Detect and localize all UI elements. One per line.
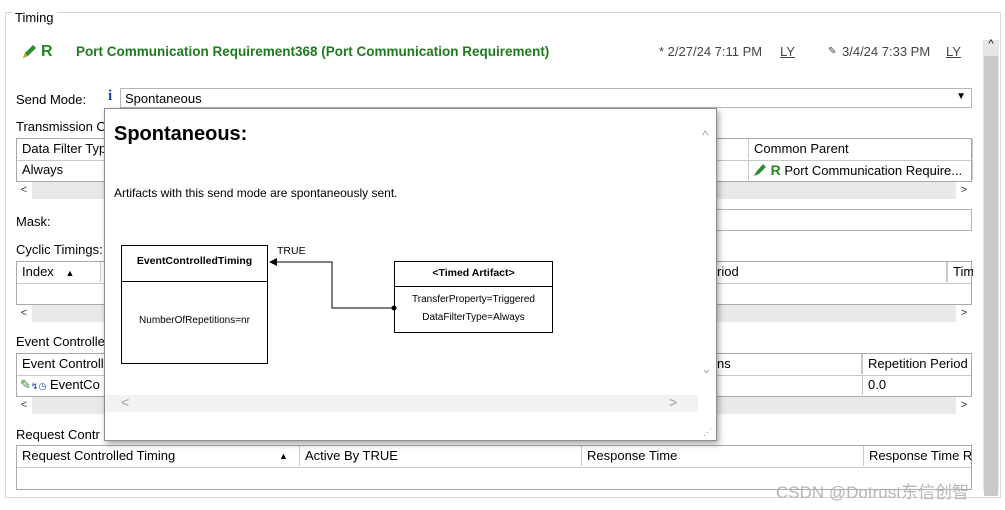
event-timing-icon: ↯◷: [30, 381, 47, 391]
popup-scroll-down-icon[interactable]: ⌄: [701, 361, 712, 376]
send-mode-help-popup: Spontaneous: Artifacts with this send mo…: [104, 108, 717, 441]
scroll-left-icon[interactable]: <: [16, 397, 32, 414]
scroll-left-icon[interactable]: <: [16, 182, 32, 199]
column-header-response-time-r[interactable]: Response Time R: [869, 448, 973, 463]
column-header-repetition-period[interactable]: Repetition Period: [862, 354, 973, 374]
column-header-common-parent[interactable]: Common Parent: [748, 139, 973, 159]
event-controlled-value: EventCo: [49, 377, 100, 392]
pencil-icon: [754, 164, 766, 176]
scroll-right-icon[interactable]: >: [956, 305, 972, 322]
common-parent-value: Port Communication Require...: [784, 163, 963, 178]
transmission-label: Transmission C: [16, 119, 106, 134]
column-header-index[interactable]: Index ▲: [17, 262, 101, 282]
timed-artifact-box: <Timed Artifact> TransferProperty=Trigge…: [394, 261, 553, 333]
send-mode-value: Spontaneous: [125, 91, 202, 106]
sort-up-icon: ▲: [279, 451, 288, 461]
column-header-active-by-true[interactable]: Active By TRUE: [300, 446, 582, 466]
popup-scroll-up-icon[interactable]: ^: [702, 127, 709, 143]
table-header-row: Request Controlled Timing▲ Active By TRU…: [17, 446, 973, 468]
common-parent-cell[interactable]: R Port Communication Require...: [748, 160, 973, 180]
column-header-response-time[interactable]: Response Time: [582, 446, 864, 466]
uml-divider: [122, 281, 267, 282]
scroll-thumb[interactable]: [984, 56, 998, 496]
event-controlled-label: Event Controlle: [16, 334, 105, 349]
popup-description: Artifacts with this send mode are sponta…: [114, 186, 398, 200]
pencil-icon: [23, 45, 36, 58]
edge-label: TRUE: [277, 245, 306, 257]
requirement-r-icon: R: [770, 162, 781, 178]
send-mode-select[interactable]: Spontaneous ▼: [120, 88, 972, 108]
timing-legend: Timing: [12, 10, 57, 25]
requirement-r-icon: R: [41, 43, 53, 60]
repetition-period-cell[interactable]: 0.0: [862, 375, 973, 395]
created-by-link[interactable]: LY: [780, 44, 795, 59]
request-controlled-label: Request Contr: [16, 427, 100, 442]
association-connector: [269, 258, 397, 311]
column-header-time[interactable]: Tim: [947, 262, 973, 282]
sort-up-icon: ▲: [65, 268, 75, 278]
send-mode-label: Send Mode:: [16, 92, 87, 107]
uml-divider: [395, 286, 552, 287]
uml-class-title: EventControlledTiming: [136, 255, 253, 267]
scroll-right-icon[interactable]: >: [956, 397, 972, 414]
scroll-up-icon[interactable]: ^: [988, 38, 994, 50]
resize-grip-icon[interactable]: ⋰: [703, 427, 712, 437]
mask-label: Mask:: [16, 214, 51, 229]
column-header-event-controlled[interactable]: Event Controll: [17, 354, 107, 374]
column-header-period[interactable]: riod: [717, 262, 947, 282]
popup-scroll-right-icon[interactable]: >: [669, 394, 678, 410]
info-icon[interactable]: i: [108, 88, 113, 104]
timing-group: [5, 12, 1001, 498]
uml-class-title: <Timed Artifact>: [432, 267, 515, 279]
chevron-down-icon[interactable]: ▼: [956, 91, 966, 102]
event-controlled-timing-box: EventControlledTiming NumberOfRepetition…: [121, 245, 268, 364]
column-header-request-controlled[interactable]: Request Controlled Timing▲: [17, 446, 300, 466]
request-controlled-table: Request Controlled Timing▲ Active By TRU…: [16, 445, 972, 490]
pencil-icon: ✎: [20, 377, 31, 392]
page-title: Port Communication Requirement368 (Port …: [76, 44, 550, 59]
watermark-text: CSDN @Dotrust东信创智: [776, 483, 969, 502]
uml-attribute: TransferProperty=Triggered: [412, 294, 535, 305]
table-row[interactable]: ✎↯◷ EventCo: [17, 375, 107, 395]
column-header-repetitions[interactable]: ns: [717, 354, 862, 374]
cyclic-timings-label: Cyclic Timings:: [16, 242, 103, 257]
uml-attribute: NumberOfRepetitions=nr: [139, 315, 250, 326]
created-timestamp: * 2/27/24 7:11 PM: [659, 44, 763, 59]
scroll-right-icon[interactable]: >: [956, 182, 972, 199]
popup-scroll-left-icon[interactable]: <: [121, 394, 130, 410]
popup-title: Spontaneous:: [114, 123, 248, 145]
modified-by-link[interactable]: LY: [946, 44, 961, 59]
main-vertical-scrollbar[interactable]: ^: [983, 38, 999, 496]
modified-timestamp: 3/4/24 7:33 PM: [842, 44, 931, 59]
modified-pencil-icon: ✎: [828, 46, 837, 57]
uml-attribute: DataFilterType=Always: [422, 312, 525, 323]
popup-hscrollbar[interactable]: [105, 395, 698, 412]
scroll-left-icon[interactable]: <: [16, 305, 32, 322]
